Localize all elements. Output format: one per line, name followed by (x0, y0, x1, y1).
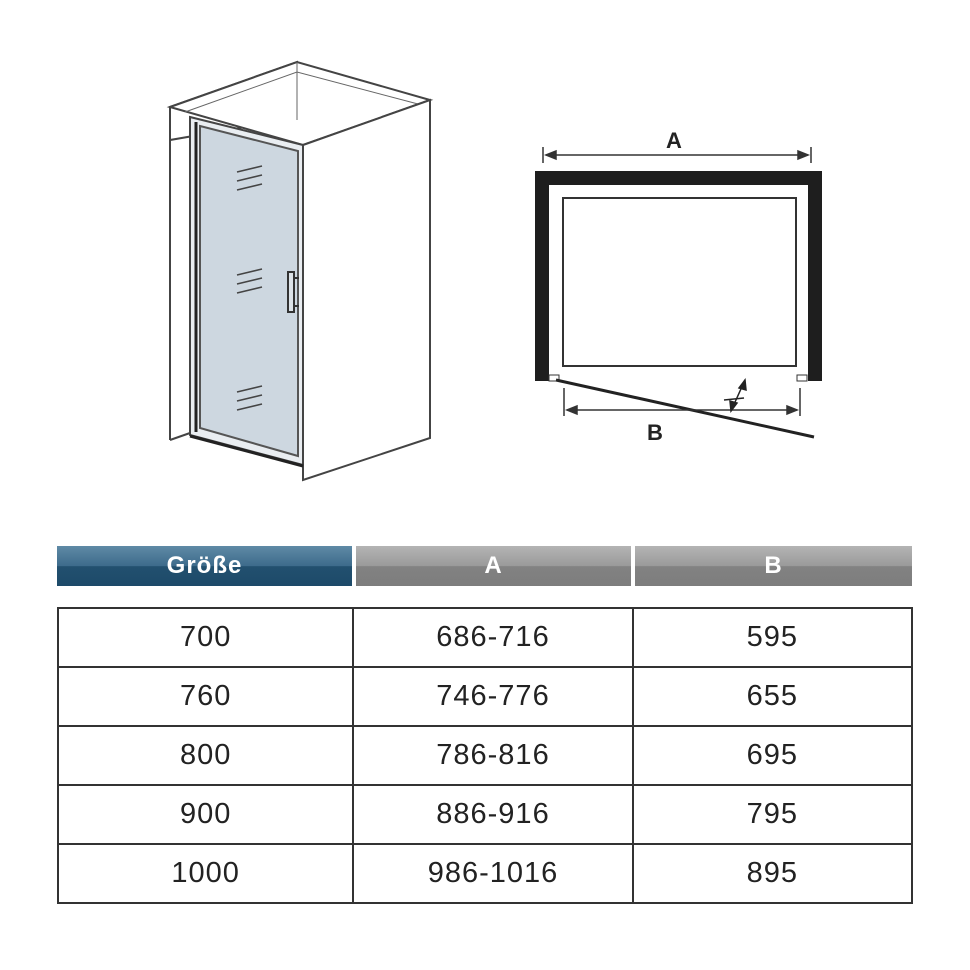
table-row: 700 686-716 595 (56, 607, 914, 668)
glass-thickness-arrow (723, 378, 747, 413)
dimension-a (542, 147, 812, 163)
cell-b: 795 (631, 784, 914, 845)
cell-size: 800 (56, 725, 355, 786)
cell-b: 895 (631, 843, 914, 904)
product-illustration: A B (166, 60, 822, 482)
cell-b: 695 (631, 725, 914, 786)
cell-size: 900 (56, 784, 355, 845)
cell-b: 595 (631, 607, 914, 668)
cell-a: 986-1016 (352, 843, 634, 904)
shower-tray-outline (562, 197, 797, 367)
cell-a: 686-716 (352, 607, 634, 668)
table-row: 760 746-776 655 (56, 666, 914, 727)
cell-size: 760 (56, 666, 355, 727)
top-view-drawing: A B (535, 128, 822, 445)
cell-a: 886-916 (352, 784, 634, 845)
cell-size: 700 (56, 607, 355, 668)
wall-outline (535, 171, 822, 381)
cell-a: 786-816 (352, 725, 634, 786)
cell-a: 746-776 (352, 666, 634, 727)
table-row: 1000 986-1016 895 (56, 843, 914, 904)
door-handle (287, 271, 299, 313)
dimension-a-label: A (666, 128, 682, 153)
header-b: B (635, 546, 912, 586)
header-a: A (356, 546, 631, 586)
dimension-b-label: B (647, 420, 663, 445)
dimension-b (563, 388, 801, 416)
header-size: Größe (57, 546, 352, 586)
cell-size: 1000 (56, 843, 355, 904)
glass-reflection-marks (236, 165, 263, 411)
size-table: 700 686-716 595 760 746-776 655 800 786-… (56, 607, 914, 904)
cell-b: 655 (631, 666, 914, 727)
table-row: 900 886-916 795 (56, 784, 914, 845)
right-wall-panel (302, 98, 431, 482)
glass-door (199, 124, 299, 458)
door-swing-line (555, 378, 815, 439)
table-row: 800 786-816 695 (56, 725, 914, 786)
shower-enclosure-drawing (166, 60, 434, 482)
